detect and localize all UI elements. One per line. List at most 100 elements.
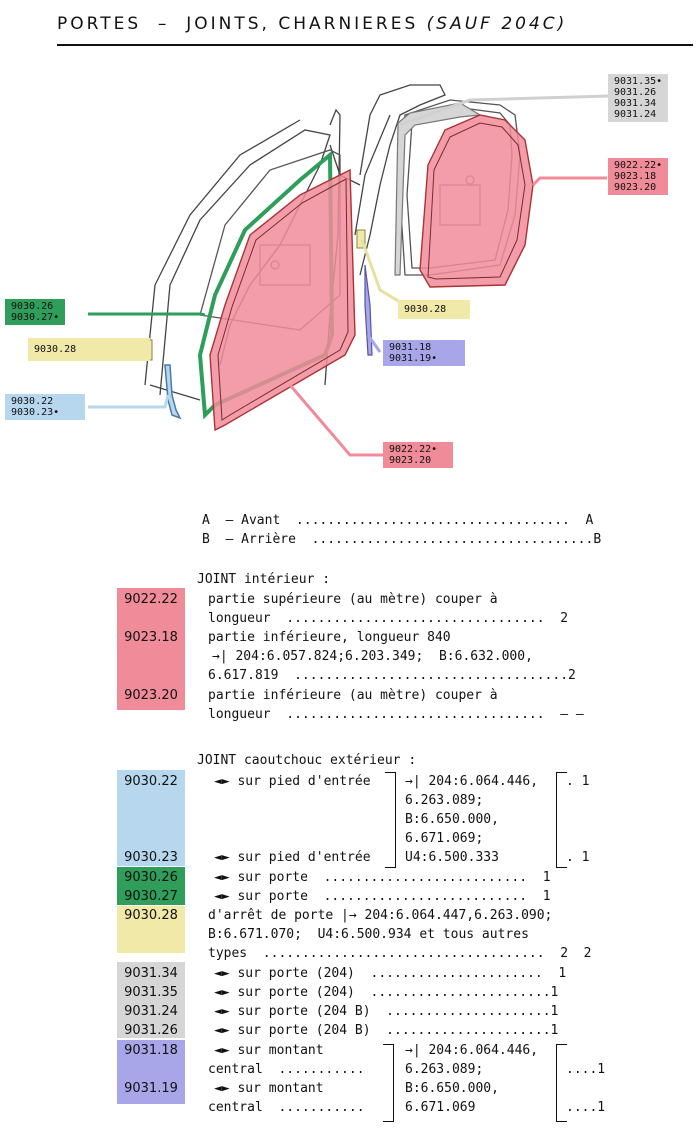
callout-purple-right: 9031.18 9031.19• <box>383 340 465 366</box>
code-9031-34: 9031.34 <box>124 966 178 981</box>
callout-yellow-left: 9030.28 <box>28 338 150 361</box>
code-9031-35: 9031.35 <box>124 985 178 1000</box>
sec1-line: longueur ...............................… <box>208 611 569 626</box>
sec2-ref: →| 204:6.064.446, <box>405 774 539 789</box>
callout-line: 9023.18 <box>614 171 657 182</box>
bracket-right-2 <box>383 1044 394 1122</box>
code-9022-22: 9022.22 <box>124 592 178 607</box>
callout-green-left: 9030.26 9030.27• <box>5 299 66 325</box>
sec3-montant1: ◄► sur montant <box>214 1043 324 1058</box>
sec2-blue-swatch <box>117 770 185 866</box>
gray-seal-shape <box>394 102 482 276</box>
sec1-line: partie inférieure, longueur 840 <box>208 630 451 645</box>
sec3-ref: 6.263.089; <box>405 1062 484 1077</box>
callout-line: 9023.20 <box>614 182 657 193</box>
bracket-right <box>385 772 396 868</box>
sec3-row: ◄► sur porte (204 B) ...................… <box>214 1023 559 1038</box>
leader-red-bottom <box>288 384 385 457</box>
sec2-arret: B:6.671.070; U4:6.500.934 et tous autres <box>208 927 529 942</box>
red-seal-rear-shape <box>419 114 534 288</box>
sec2-pied1: ◄► sur pied d'entrée <box>214 774 371 789</box>
title-paren: (SAUF 204C) <box>426 14 568 34</box>
sec2-ref: B:6.650.000, <box>405 812 499 827</box>
callout-line: 9031.18 <box>389 342 432 353</box>
callout-red-bottom: 9022.22• 9023.20 <box>383 442 453 468</box>
bracket-left-2 <box>556 1044 567 1122</box>
sec3-gray-swatch <box>117 962 185 1038</box>
door-exploded-diagram <box>88 84 611 457</box>
sec2-ref: 6.263.089; <box>405 793 484 808</box>
callout-line: 9030.28 <box>404 304 447 315</box>
code-9031-24: 9031.24 <box>124 1004 178 1019</box>
code-9031-19: 9031.19 <box>124 1081 178 1096</box>
leader-blue <box>88 394 170 409</box>
callout-line: 9022.22• <box>389 444 438 455</box>
leader-gray <box>399 94 611 127</box>
sec2-arret: d'arrêt de porte |→ 204:6.064.447,6.263.… <box>208 908 553 923</box>
sec2-qty2: . 1 <box>566 850 590 865</box>
callout-line: 9030.27• <box>11 312 60 323</box>
callout-red-top: 9022.22• 9023.18 9023.20 <box>608 158 669 195</box>
sec3-row: ◄► sur porte (204 B) ...................… <box>214 1004 559 1019</box>
sec2-pied2: ◄► sur pied d'entrée <box>214 850 371 865</box>
sec1-line: partie inférieure (au mètre) couper à <box>208 688 498 703</box>
body-rear-frame <box>359 84 446 276</box>
body-outline-front <box>144 119 301 386</box>
sec1-line: →| 204:6.057.824;6.203.349; B:6.632.000, <box>212 649 533 664</box>
legend-arriere: B – Arrière ............................… <box>202 532 602 547</box>
sec2-arret: types ..................................… <box>208 946 592 961</box>
code-9030-22: 9030.22 <box>124 774 178 789</box>
sec2-porte2: ◄► sur porte .......................... … <box>214 889 551 904</box>
sec2-ref: 6.671.069; <box>405 831 484 846</box>
sec3-row: ◄► sur porte (204) .....................… <box>214 985 559 1000</box>
sec2-ref: U4:6.500.333 <box>405 850 499 865</box>
sec1-red-swatch <box>117 588 185 710</box>
page-title: PORTES – JOINTS, CHARNIERES (SAUF 204C) <box>57 14 567 34</box>
sec2-yellow-swatch <box>117 906 185 953</box>
code-9030-23: 9030.23 <box>124 850 178 865</box>
sec2-heading: JOINT caoutchouc extérieur : <box>197 753 417 768</box>
callout-gray-top: 9031.35• 9031.26 9031.34 9031.24 <box>608 74 669 122</box>
sec3-montant1: central ........... <box>208 1062 365 1077</box>
sec1-line: partie supérieure (au mètre) couper à <box>208 592 498 607</box>
callout-line: 9031.26 <box>614 87 657 98</box>
sec3-montant2: ◄► sur montant <box>214 1081 324 1096</box>
red-seal-front-shape <box>209 168 356 432</box>
purple-seal-shape <box>364 264 373 356</box>
callout-line: 9030.22 <box>11 396 54 407</box>
callout-blue-left: 9030.22 9030.23• <box>5 394 85 420</box>
callout-line: 9022.22• <box>614 160 663 171</box>
title-rule <box>57 44 693 46</box>
sec2-qty1: . 1 <box>566 774 590 789</box>
yellow-strap-rear-shape <box>356 229 366 249</box>
sec1-line: 6.617.819 ..............................… <box>208 668 576 683</box>
leader-green <box>88 312 206 317</box>
callout-yellow-right: 9030.28 <box>398 300 470 319</box>
callout-line: 9031.19• <box>389 353 438 364</box>
sec3-qty2: ....1 <box>566 1100 606 1115</box>
sec1-line: longueur ...............................… <box>208 707 584 722</box>
sec3-qty1: ....1 <box>566 1062 606 1077</box>
sec3-ref: →| 204:6.064.446, <box>405 1043 539 1058</box>
blue-seal-shape <box>164 364 182 420</box>
sec1-heading: JOINT intérieur : <box>197 572 331 587</box>
callout-line: 9031.24 <box>614 109 657 120</box>
code-9030-26: 9030.26 <box>124 870 178 885</box>
code-9030-28: 9030.28 <box>124 908 178 923</box>
code-9030-27: 9030.27 <box>124 889 178 904</box>
title-main: PORTES – JOINTS, CHARNIERES <box>57 14 419 34</box>
legend-avant: A – Avant ..............................… <box>202 513 594 528</box>
leader-purple <box>366 334 382 353</box>
callout-line: 9023.20 <box>389 455 432 466</box>
sec3-purple-swatch <box>117 1040 185 1104</box>
sec2-porte1: ◄► sur porte .......................... … <box>214 870 551 885</box>
code-9031-26: 9031.26 <box>124 1023 178 1038</box>
callout-line: 9031.34 <box>614 98 657 109</box>
code-9031-18: 9031.18 <box>124 1043 178 1058</box>
sec2-green-swatch <box>117 867 185 905</box>
sec3-ref: 6.671.069 <box>405 1100 476 1115</box>
callout-line: 9030.28 <box>34 344 77 355</box>
code-9023-18: 9023.18 <box>124 630 178 645</box>
bracket-left <box>556 772 567 868</box>
sec3-montant2: central ........... <box>208 1100 365 1115</box>
